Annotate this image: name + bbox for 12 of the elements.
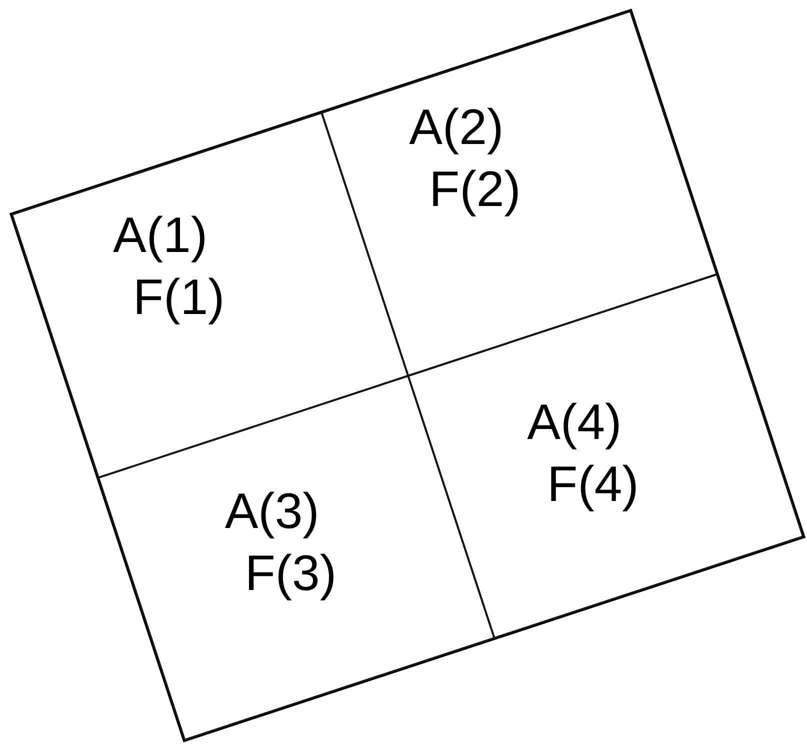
cell-label: A(2)	[409, 98, 505, 158]
cell-label: A(4)	[527, 392, 623, 452]
cell-label: F(4)	[546, 454, 639, 514]
grid-cell	[321, 11, 717, 376]
cell-label: A(1)	[112, 206, 208, 266]
cell-label: F(2)	[428, 160, 522, 220]
cell-label: F(1)	[132, 268, 225, 328]
cell-label: F(3)	[244, 544, 336, 603]
cell-label: A(3)	[224, 482, 320, 541]
grid-cell	[408, 274, 804, 638]
grid-cell	[12, 112, 408, 478]
grid-cell	[98, 376, 494, 740]
